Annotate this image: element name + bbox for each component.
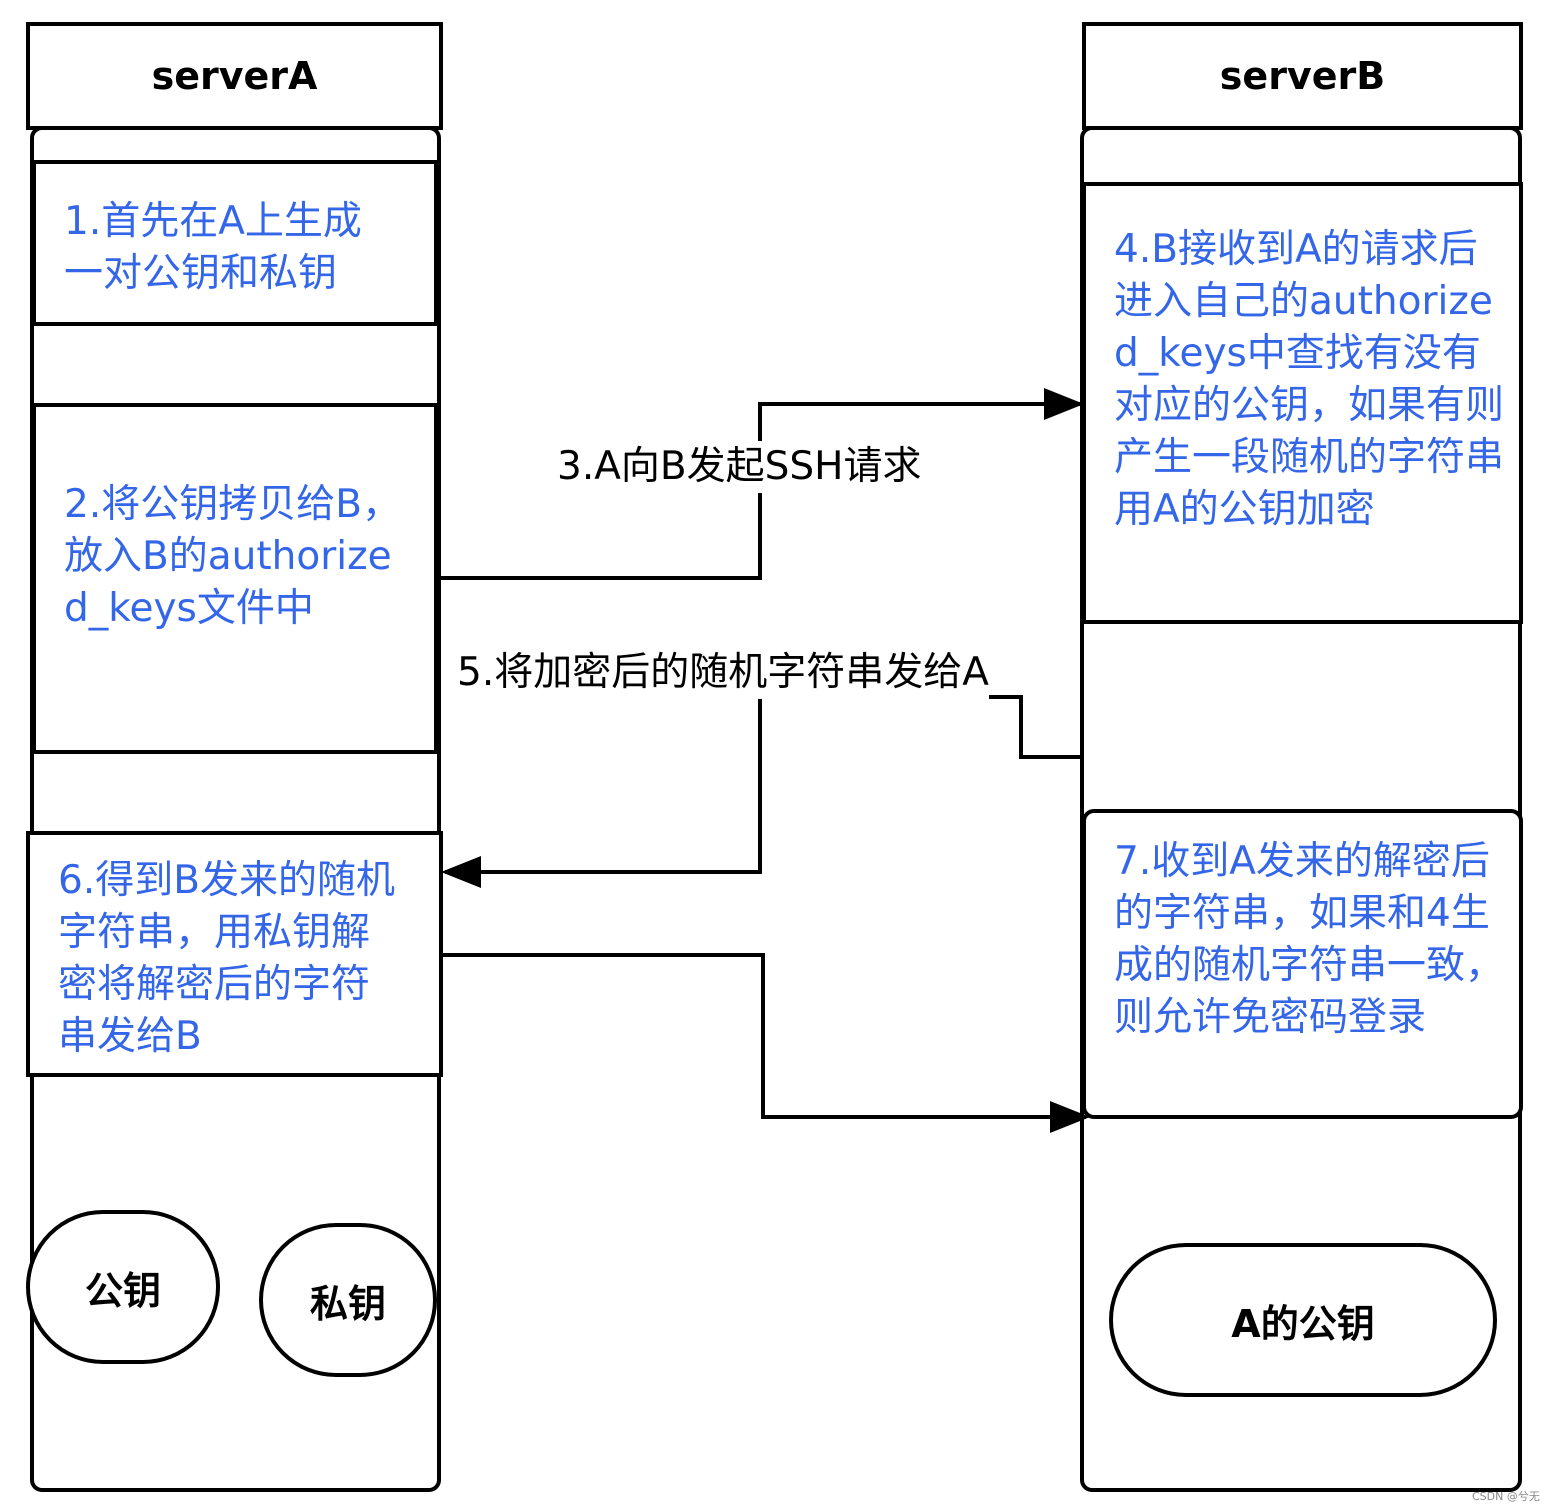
step6-to-step7-arrow — [441, 953, 1090, 1133]
private-key-label: 私钥 — [309, 1281, 386, 1326]
step1-text: 1.首先在A上生成一对公钥和私钥 — [64, 199, 362, 296]
serverB-title: serverB — [1219, 54, 1386, 98]
serverB-header-box — [1082, 22, 1523, 130]
step7-text: 7.收到A发来的解密后的字符串，如果和4生成的随机字符串一致，则允许免密码登录 — [1114, 839, 1505, 1040]
step5-label: 5.将加密后的随机字符串发给A — [457, 647, 989, 699]
step1-box — [32, 160, 438, 326]
private-key-pill — [259, 1223, 437, 1377]
a-public-key-pill — [1109, 1243, 1497, 1397]
step3-label: 3.A向B发起SSH请求 — [557, 441, 922, 493]
public-key-label: 公钥 — [84, 1268, 161, 1313]
a-public-key-label: A的公钥 — [1231, 1301, 1375, 1346]
step4-box — [1082, 182, 1523, 624]
step4-text: 4.B接收到A的请求后进入自己的authorized_keys中查找有没有对应的… — [1114, 227, 1505, 532]
step5-arrow — [441, 695, 1080, 888]
step6-box — [26, 831, 443, 1077]
public-key-pill — [26, 1210, 220, 1364]
serverA-title: serverA — [151, 54, 318, 98]
step7-box — [1082, 809, 1523, 1119]
watermark: CSDN @兮无 — [1472, 1490, 1540, 1503]
step2-text: 2.将公钥拷贝给B，放入B的authorized_keys文件中 — [64, 482, 401, 631]
step6-text: 6.得到B发来的随机字符串，用私钥解密将解密后的字符串发给B — [58, 858, 395, 1059]
serverA-header-box — [26, 22, 443, 130]
step2-box — [32, 403, 438, 754]
